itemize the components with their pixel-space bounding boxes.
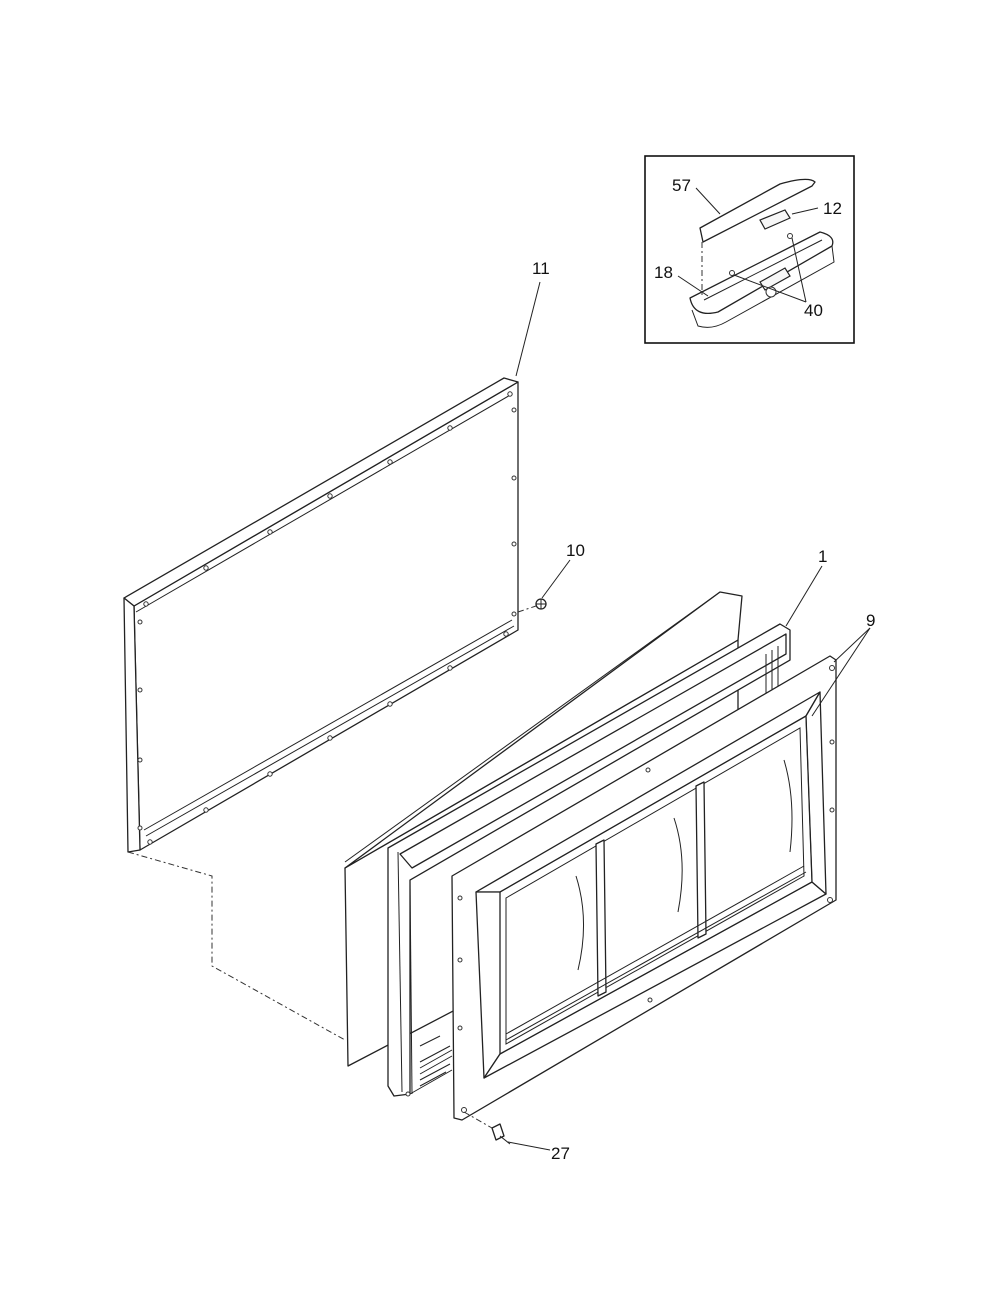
- grille-outer-panel: [451, 655, 837, 1121]
- rear-panel-side-edge: [123, 597, 141, 853]
- grille-holes: [457, 665, 835, 1113]
- grille-inner-opening: [499, 715, 813, 1055]
- frame-hole: [405, 1091, 411, 1097]
- frame-inner-line-b: [397, 851, 403, 1093]
- chassis-top-edge: [344, 591, 721, 863]
- callout-57: 57: [672, 176, 691, 195]
- callout-10: 10: [566, 541, 585, 560]
- leader-27: [507, 1141, 551, 1151]
- leader-40-a: [733, 274, 807, 303]
- part-40-screw-b: [729, 270, 735, 276]
- leader-10: [541, 559, 571, 599]
- part-27-screw: [491, 1123, 511, 1145]
- callout-11: 11: [532, 259, 550, 278]
- housing-button-recess: [759, 267, 791, 291]
- callout-9: 9: [866, 611, 875, 630]
- chassis-hidden-outline: [127, 851, 346, 1041]
- frame-bottom-edge: [409, 1069, 453, 1095]
- leader-11: [515, 281, 541, 377]
- grille-bottom-rail-b: [505, 871, 807, 1041]
- part-9-front-grille: [451, 655, 837, 1121]
- callout-1: 1: [818, 547, 827, 566]
- grille-glare-a: [575, 875, 584, 971]
- rear-panel-face: [133, 381, 519, 851]
- grille-bottom-rail-a: [505, 865, 805, 1035]
- grille-divider-right: [695, 781, 707, 939]
- frame-right-opening: [765, 646, 779, 694]
- frame-louver-vent: [419, 1035, 453, 1087]
- rear-panel-holes: [137, 391, 517, 845]
- frame-inner-line-a: [409, 879, 413, 1095]
- leader-57: [695, 187, 721, 215]
- callout-40: 40: [804, 301, 823, 320]
- part-11-rear-panel: [123, 377, 519, 853]
- part-1-frame: [387, 623, 791, 1097]
- frame-front-strip: [399, 633, 787, 869]
- part-40-screw-c: [787, 233, 793, 239]
- control-panel-inset: 57 12 18 40: [644, 155, 855, 344]
- leader-9-a: [833, 627, 871, 663]
- leader-12: [791, 207, 819, 215]
- grille-divider-left: [595, 839, 607, 997]
- callout-27: 27: [551, 1144, 570, 1163]
- housing-front-lip: [691, 245, 835, 328]
- chassis-top: [344, 591, 743, 869]
- screw-10-alignment: [517, 605, 537, 613]
- part-10-screw: [535, 598, 547, 610]
- grille-glare-c: [783, 759, 793, 853]
- leader-9-b: [811, 627, 871, 717]
- leader-1: [785, 565, 823, 627]
- callout-18: 18: [654, 263, 673, 282]
- rear-panel-bottom-rail-a: [143, 619, 513, 831]
- leader-18: [677, 275, 709, 297]
- housing-inner-edge: [703, 239, 823, 301]
- screw-27-alignment: [463, 1111, 493, 1129]
- leader-40-b: [791, 237, 807, 303]
- inset-frame: [644, 155, 855, 344]
- callout-12: 12: [823, 199, 842, 218]
- rear-panel-bottom-rail-b: [145, 625, 515, 837]
- part-12-display-label: [759, 209, 791, 230]
- grille-glare-b: [673, 817, 683, 913]
- part-57-control-cover: [699, 178, 816, 243]
